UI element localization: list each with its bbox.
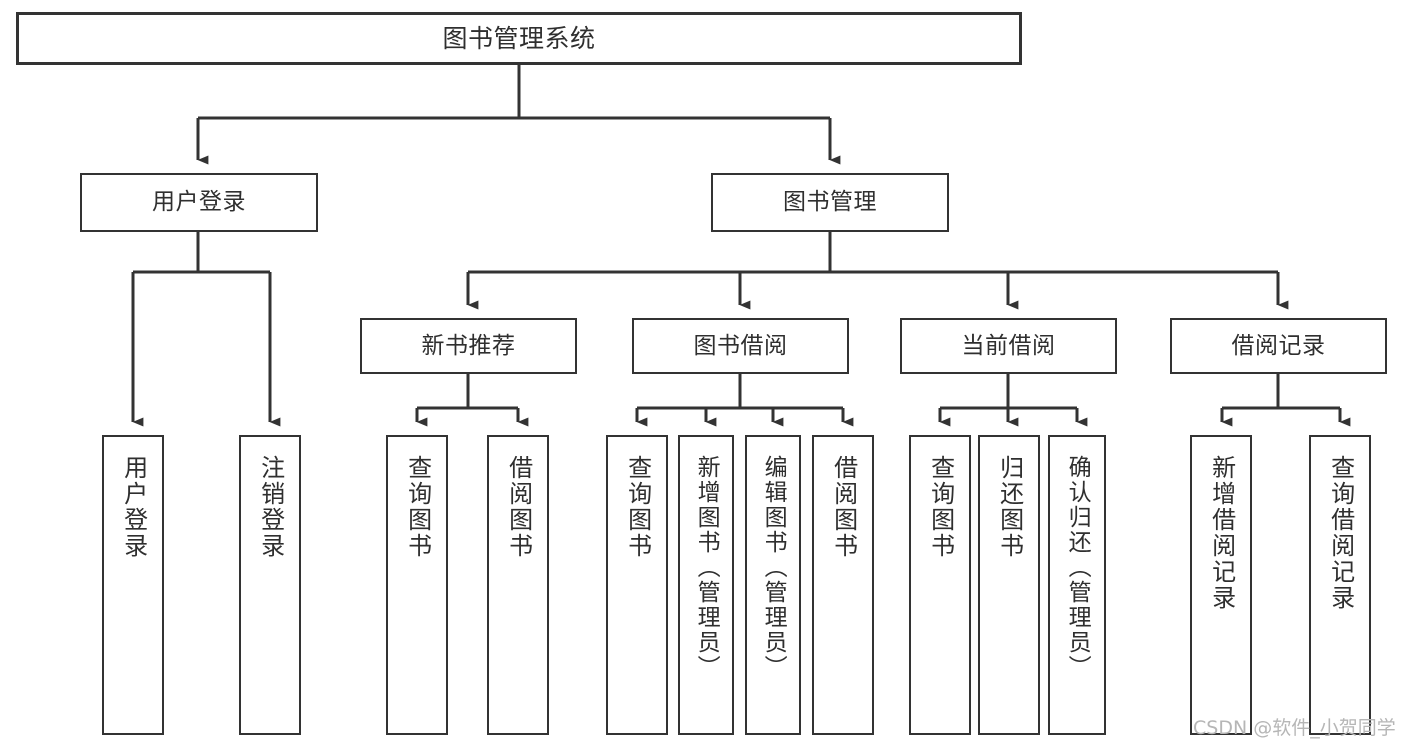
node-borrow-record-label: 借阅记录 — [1231, 332, 1326, 359]
node-leaf-return-book[interactable]: 归还图书 — [978, 435, 1040, 735]
node-leaf-confirm-return[interactable]: 确认归还（管理员） — [1048, 435, 1106, 735]
node-borrow-record[interactable]: 借阅记录 — [1170, 318, 1387, 374]
node-leaf-return-book-label: 归还图书 — [995, 455, 1024, 559]
node-root[interactable]: 图书管理系统 — [16, 12, 1022, 65]
node-leaf-query-record[interactable]: 查询借阅记录 — [1309, 435, 1371, 735]
node-user-login[interactable]: 用户登录 — [80, 173, 318, 232]
node-leaf-user-logout-label: 注销登录 — [256, 455, 285, 559]
node-current-borrow[interactable]: 当前借阅 — [900, 318, 1117, 374]
node-leaf-query-record-label: 查询借阅记录 — [1326, 455, 1355, 611]
node-book-borrow-label: 图书借阅 — [693, 332, 788, 359]
node-new-book-rec[interactable]: 新书推荐 — [360, 318, 577, 374]
node-leaf-borrow-book-2[interactable]: 借阅图书 — [812, 435, 874, 735]
node-leaf-edit-book-label: 编辑图书（管理员） — [760, 455, 787, 680]
node-root-label: 图书管理系统 — [442, 23, 596, 53]
node-leaf-query-book-3-label: 查询图书 — [926, 455, 955, 559]
node-leaf-query-book-2-label: 查询图书 — [623, 455, 652, 559]
node-book-manage-label: 图书管理 — [783, 189, 877, 216]
node-leaf-add-book-label: 新增图书（管理员） — [693, 455, 720, 680]
node-leaf-query-book-2[interactable]: 查询图书 — [606, 435, 668, 735]
node-new-book-rec-label: 新书推荐 — [421, 332, 516, 359]
node-leaf-borrow-book-1-label: 借阅图书 — [504, 455, 533, 559]
node-leaf-user-logout[interactable]: 注销登录 — [239, 435, 301, 735]
node-book-borrow[interactable]: 图书借阅 — [632, 318, 849, 374]
node-leaf-add-record[interactable]: 新增借阅记录 — [1190, 435, 1252, 735]
node-book-manage[interactable]: 图书管理 — [711, 173, 949, 232]
node-leaf-user-login[interactable]: 用户登录 — [102, 435, 164, 735]
node-leaf-edit-book[interactable]: 编辑图书（管理员） — [745, 435, 801, 735]
node-leaf-user-login-label: 用户登录 — [119, 455, 148, 559]
node-leaf-add-book[interactable]: 新增图书（管理员） — [678, 435, 734, 735]
node-current-borrow-label: 当前借阅 — [961, 332, 1056, 359]
node-leaf-add-record-label: 新增借阅记录 — [1207, 455, 1236, 611]
node-leaf-query-book-1[interactable]: 查询图书 — [386, 435, 448, 735]
node-leaf-borrow-book-1[interactable]: 借阅图书 — [487, 435, 549, 735]
node-leaf-borrow-book-2-label: 借阅图书 — [829, 455, 858, 559]
node-leaf-confirm-return-label: 确认归还（管理员） — [1064, 455, 1091, 680]
node-leaf-query-book-3[interactable]: 查询图书 — [909, 435, 971, 735]
node-leaf-query-book-1-label: 查询图书 — [403, 455, 432, 559]
node-user-login-label: 用户登录 — [152, 189, 246, 216]
